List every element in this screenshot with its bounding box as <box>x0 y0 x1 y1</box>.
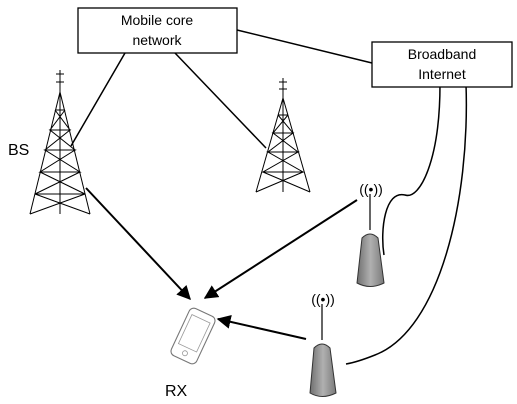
rx-label: RX <box>165 383 188 400</box>
ap1-signal: ((•)) <box>359 181 383 197</box>
mobile-core-network-box: Mobile core network <box>77 7 238 54</box>
wifi-access-point-icon: ((•)) <box>309 291 337 397</box>
cell-tower-icon <box>29 70 91 215</box>
wifi-access-point-icon: ((•)) <box>356 181 385 287</box>
core-box-line2: network <box>132 32 182 48</box>
cell-tower-icon <box>255 78 311 193</box>
arrow-bs-to-rx <box>85 187 191 301</box>
cable-internet-to-ap2 <box>345 83 468 365</box>
smartphone-icon <box>170 307 216 365</box>
core-box-line1: Mobile core <box>121 12 194 28</box>
cable-internet-to-ap1 <box>381 83 441 256</box>
link-core-to-internet <box>236 29 373 64</box>
internet-box-line1: Broadband <box>408 46 477 62</box>
ap2-signal: ((•)) <box>311 291 335 307</box>
broadband-internet-box: Broadband Internet <box>371 41 513 88</box>
link-core-to-tower2 <box>174 52 267 149</box>
arrow-ap2-to-rx <box>216 314 307 340</box>
bs-label: BS <box>8 142 29 159</box>
arrow-ap1-to-rx <box>203 199 358 299</box>
link-core-to-bs <box>70 52 126 147</box>
internet-box-line2: Internet <box>418 66 466 82</box>
